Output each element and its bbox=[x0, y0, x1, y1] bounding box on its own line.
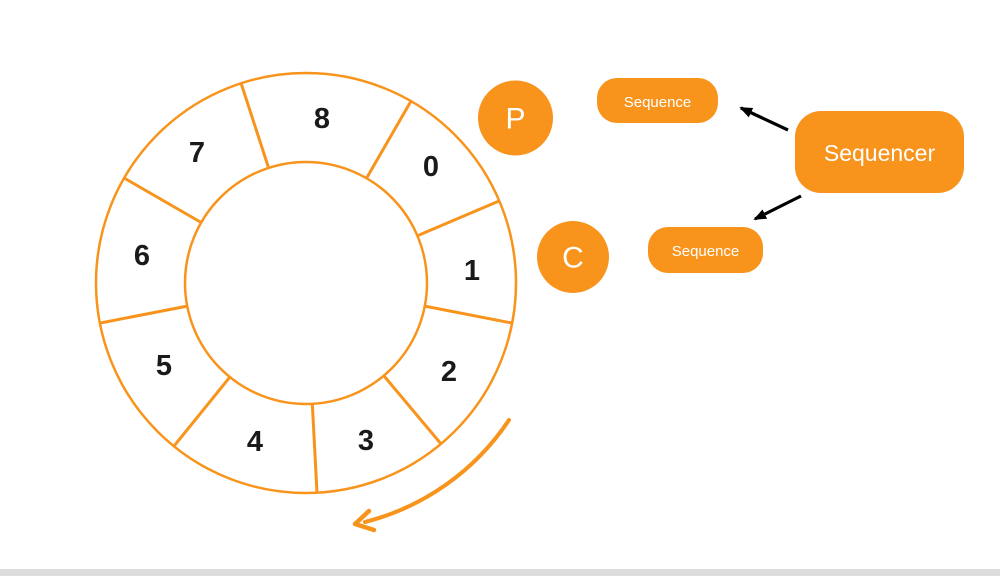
ring-slot-label: 1 bbox=[464, 255, 480, 287]
ring-divider bbox=[365, 100, 413, 179]
producer-sequence-box: Sequence bbox=[597, 78, 718, 123]
arrow-sequencer-to-consumer-sequence bbox=[753, 194, 802, 221]
rotation-arrow-icon bbox=[352, 418, 511, 533]
ring-slot-label: 6 bbox=[134, 240, 150, 272]
producer-sequence-pill bbox=[597, 78, 718, 123]
consumer-label: C bbox=[562, 242, 584, 275]
ring-slot-label: 5 bbox=[156, 350, 172, 382]
ring-slot-label: 3 bbox=[358, 425, 374, 457]
consumer-sequence-pill bbox=[648, 227, 763, 273]
consumer-sequence-box: Sequence bbox=[648, 227, 763, 273]
ring-outer-circle bbox=[94, 71, 518, 495]
producer-circle bbox=[478, 80, 553, 156]
consumer-sequence-label: Sequence bbox=[672, 243, 740, 260]
rotation-arrowhead-icon bbox=[352, 508, 377, 533]
rotation-arrow-arc bbox=[363, 418, 511, 524]
consumer-node: C bbox=[537, 221, 609, 293]
ring-divider bbox=[239, 82, 271, 169]
ring-buffer: 0 1 2 3 4 5 6 7 8 bbox=[94, 71, 518, 495]
sequencer-label: Sequencer bbox=[824, 140, 936, 166]
ring-inner-circle bbox=[183, 160, 429, 406]
ring-divider bbox=[382, 374, 443, 445]
bottom-bar bbox=[0, 569, 1000, 576]
consumer-circle bbox=[537, 221, 609, 293]
producer-label: P bbox=[505, 103, 525, 136]
ring-divider bbox=[123, 176, 202, 224]
ring-divider bbox=[99, 304, 188, 325]
producer-sequence-label: Sequence bbox=[624, 94, 692, 111]
ring-slot-label: 8 bbox=[314, 103, 330, 135]
ring-slot-label: 7 bbox=[189, 137, 205, 169]
ring-divider bbox=[416, 199, 500, 238]
sequencer-rect bbox=[795, 111, 964, 193]
ring-slot-label: 0 bbox=[423, 151, 439, 183]
ring-divider bbox=[310, 403, 319, 493]
sequencer-box: Sequencer bbox=[795, 111, 964, 193]
producer-node: P bbox=[478, 80, 553, 156]
arrow-sequencer-to-producer-sequence bbox=[739, 106, 789, 132]
ring-divider bbox=[424, 304, 513, 325]
ring-slot-label: 4 bbox=[247, 426, 263, 458]
ring-slot-label: 2 bbox=[441, 356, 457, 388]
ring-divider bbox=[172, 376, 232, 448]
